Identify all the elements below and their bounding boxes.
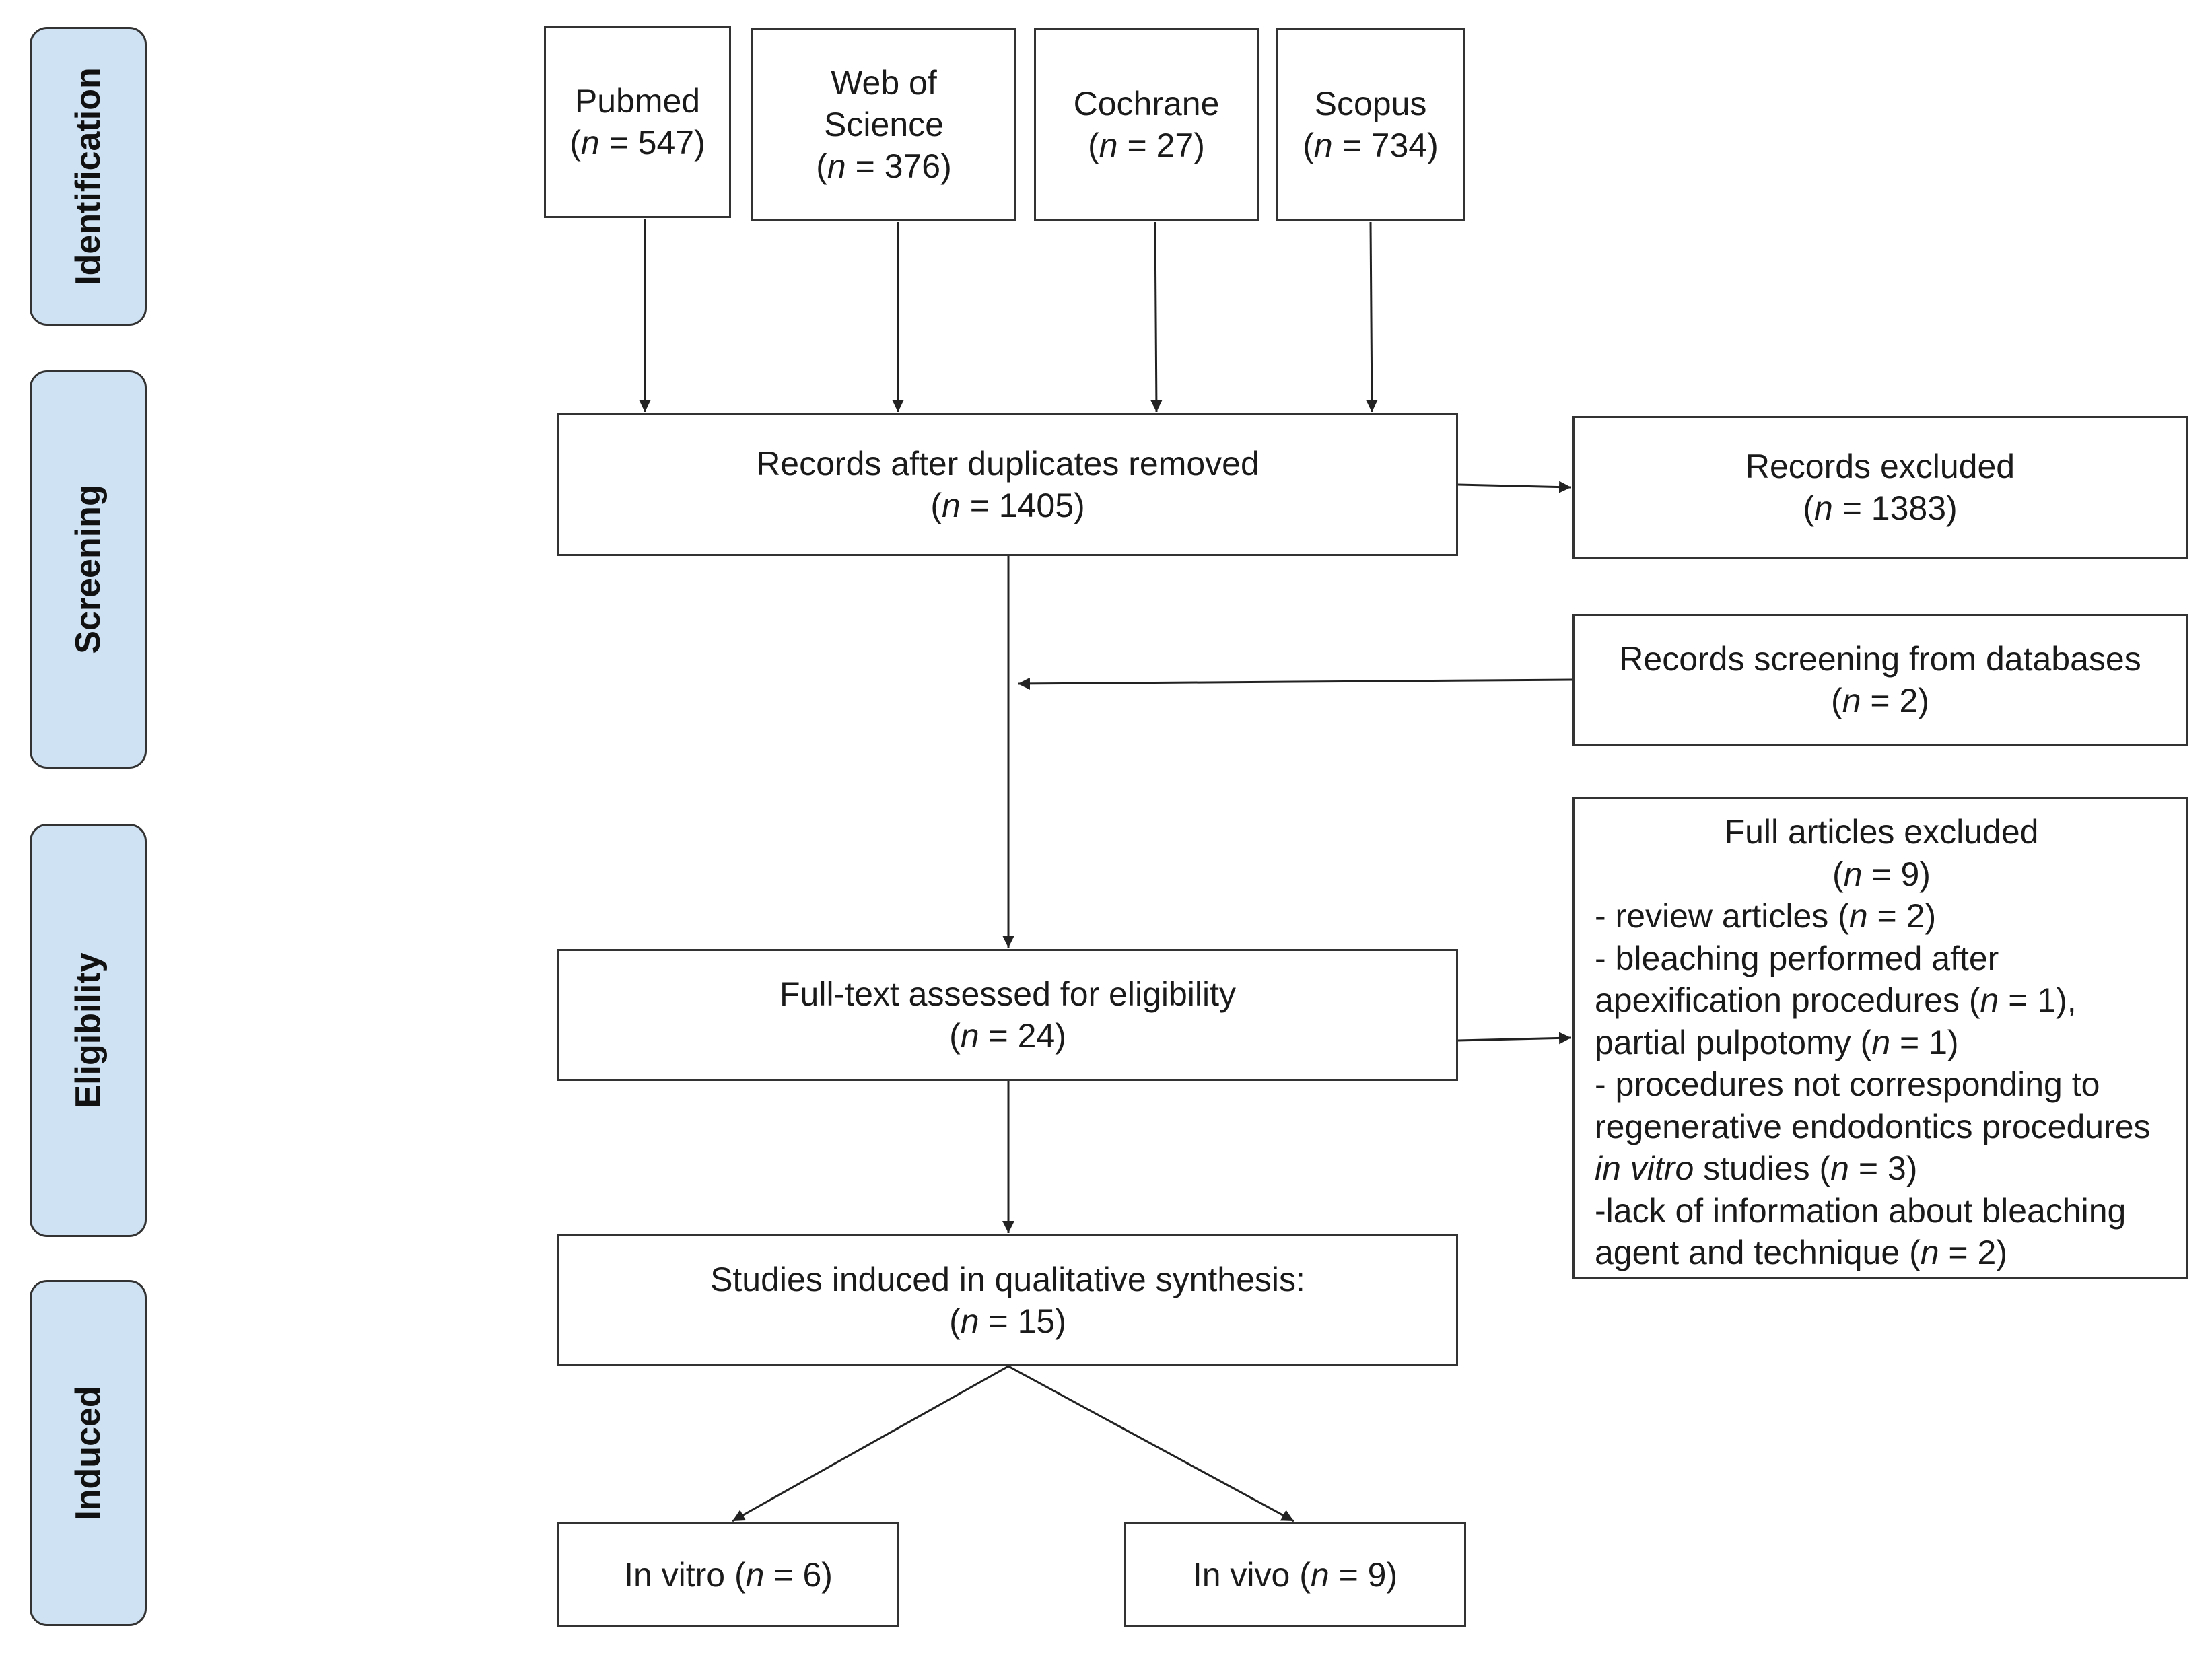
exclusion-in-vitro: in vitro studies (n = 3): [1595, 1150, 1918, 1187]
arrow-scopus-to-records: [1365, 221, 1378, 413]
phase-screening: Screening: [30, 370, 147, 769]
box-title: Studies induced in qualitative synthesis…: [710, 1261, 1305, 1298]
arrow-screening-to-main: [1017, 677, 1573, 690]
in-vitro-label: In vitro (n = 6): [624, 1556, 833, 1594]
box-count: (n = 15): [949, 1302, 1066, 1340]
box-count: (n = 1405): [930, 487, 1085, 524]
source-pubmed: Pubmed (n = 547): [544, 26, 731, 218]
arrow-fulltext-to-excluded: [1457, 1032, 1572, 1045]
arrow-studies-to-in-vivo: [1008, 1365, 1294, 1522]
exclusion-apexification: apexification procedures (n = 1),: [1595, 981, 2077, 1019]
source-count: (n = 376): [816, 147, 952, 185]
source-title: Web of: [831, 64, 937, 102]
source-title: Pubmed: [574, 82, 701, 120]
phase-eligibility: Eligibility: [30, 824, 147, 1237]
arrow-studies-to-in-vitro: [732, 1365, 1009, 1522]
exclusion-lack-line: -lack of information about bleaching: [1595, 1191, 2127, 1230]
source-web-of-science: Web of Science (n = 376): [751, 28, 1016, 221]
phase-identification: Identification: [30, 27, 147, 326]
records-after-duplicates-box: Records after duplicates removed (n = 14…: [557, 413, 1458, 556]
box-title: Full-text assessed for eligibility: [779, 975, 1237, 1013]
studies-included-box: Studies induced in qualitative synthesis…: [557, 1234, 1458, 1366]
exclusion-bleaching-line: - bleaching performed after: [1595, 939, 1999, 977]
exclusion-regenerative-line: regenerative endodontics procedures: [1595, 1107, 2151, 1145]
box-count: (n = 9): [1832, 855, 1931, 893]
exclusion-review-articles: - review articles (n = 2): [1595, 897, 1937, 935]
source-title-line2: Science: [824, 106, 944, 143]
in-vivo-box: In vivo (n = 9): [1124, 1522, 1466, 1627]
source-cochrane: Cochrane (n = 27): [1034, 28, 1259, 221]
source-count: (n = 734): [1303, 127, 1439, 164]
box-count: (n = 2): [1831, 682, 1929, 719]
records-screening-box: Records screening from databases (n = 2): [1572, 614, 2188, 746]
exclusion-procedures-line: - procedures not corresponding to: [1595, 1065, 2100, 1103]
box-title: Full articles excluded: [1724, 813, 2039, 851]
phase-induced: Induced: [30, 1280, 147, 1626]
source-title: Cochrane: [1073, 85, 1220, 122]
exclusion-partial-pulpotomy: partial pulpotomy (n = 1): [1595, 1023, 1959, 1061]
box-count: (n = 24): [949, 1017, 1066, 1055]
box-title: Records excluded: [1745, 448, 2015, 485]
in-vitro-box: In vitro (n = 6): [557, 1522, 899, 1627]
source-count: (n = 547): [569, 124, 705, 162]
source-title: Scopus: [1314, 85, 1427, 122]
fulltext-assessed-box: Full-text assessed for eligibility (n = …: [557, 949, 1458, 1081]
box-title: Records screening from databases: [1619, 640, 2141, 678]
exclusion-agent-technique: agent and technique (n = 2): [1595, 1234, 2007, 1271]
source-count: (n = 27): [1088, 127, 1205, 164]
full-articles-excluded-box: Full articles excluded (n = 9) - review …: [1572, 797, 2188, 1279]
source-scopus: Scopus (n = 734): [1276, 28, 1465, 221]
in-vivo-label: In vivo (n = 9): [1192, 1556, 1398, 1594]
records-excluded-box: Records excluded (n = 1383): [1572, 416, 2188, 559]
arrow-cochrane-to-records: [1150, 221, 1163, 413]
arrow-records-to-excluded: [1457, 481, 1572, 493]
box-count: (n = 1383): [1803, 489, 1958, 527]
box-title: Records after duplicates removed: [756, 445, 1259, 483]
